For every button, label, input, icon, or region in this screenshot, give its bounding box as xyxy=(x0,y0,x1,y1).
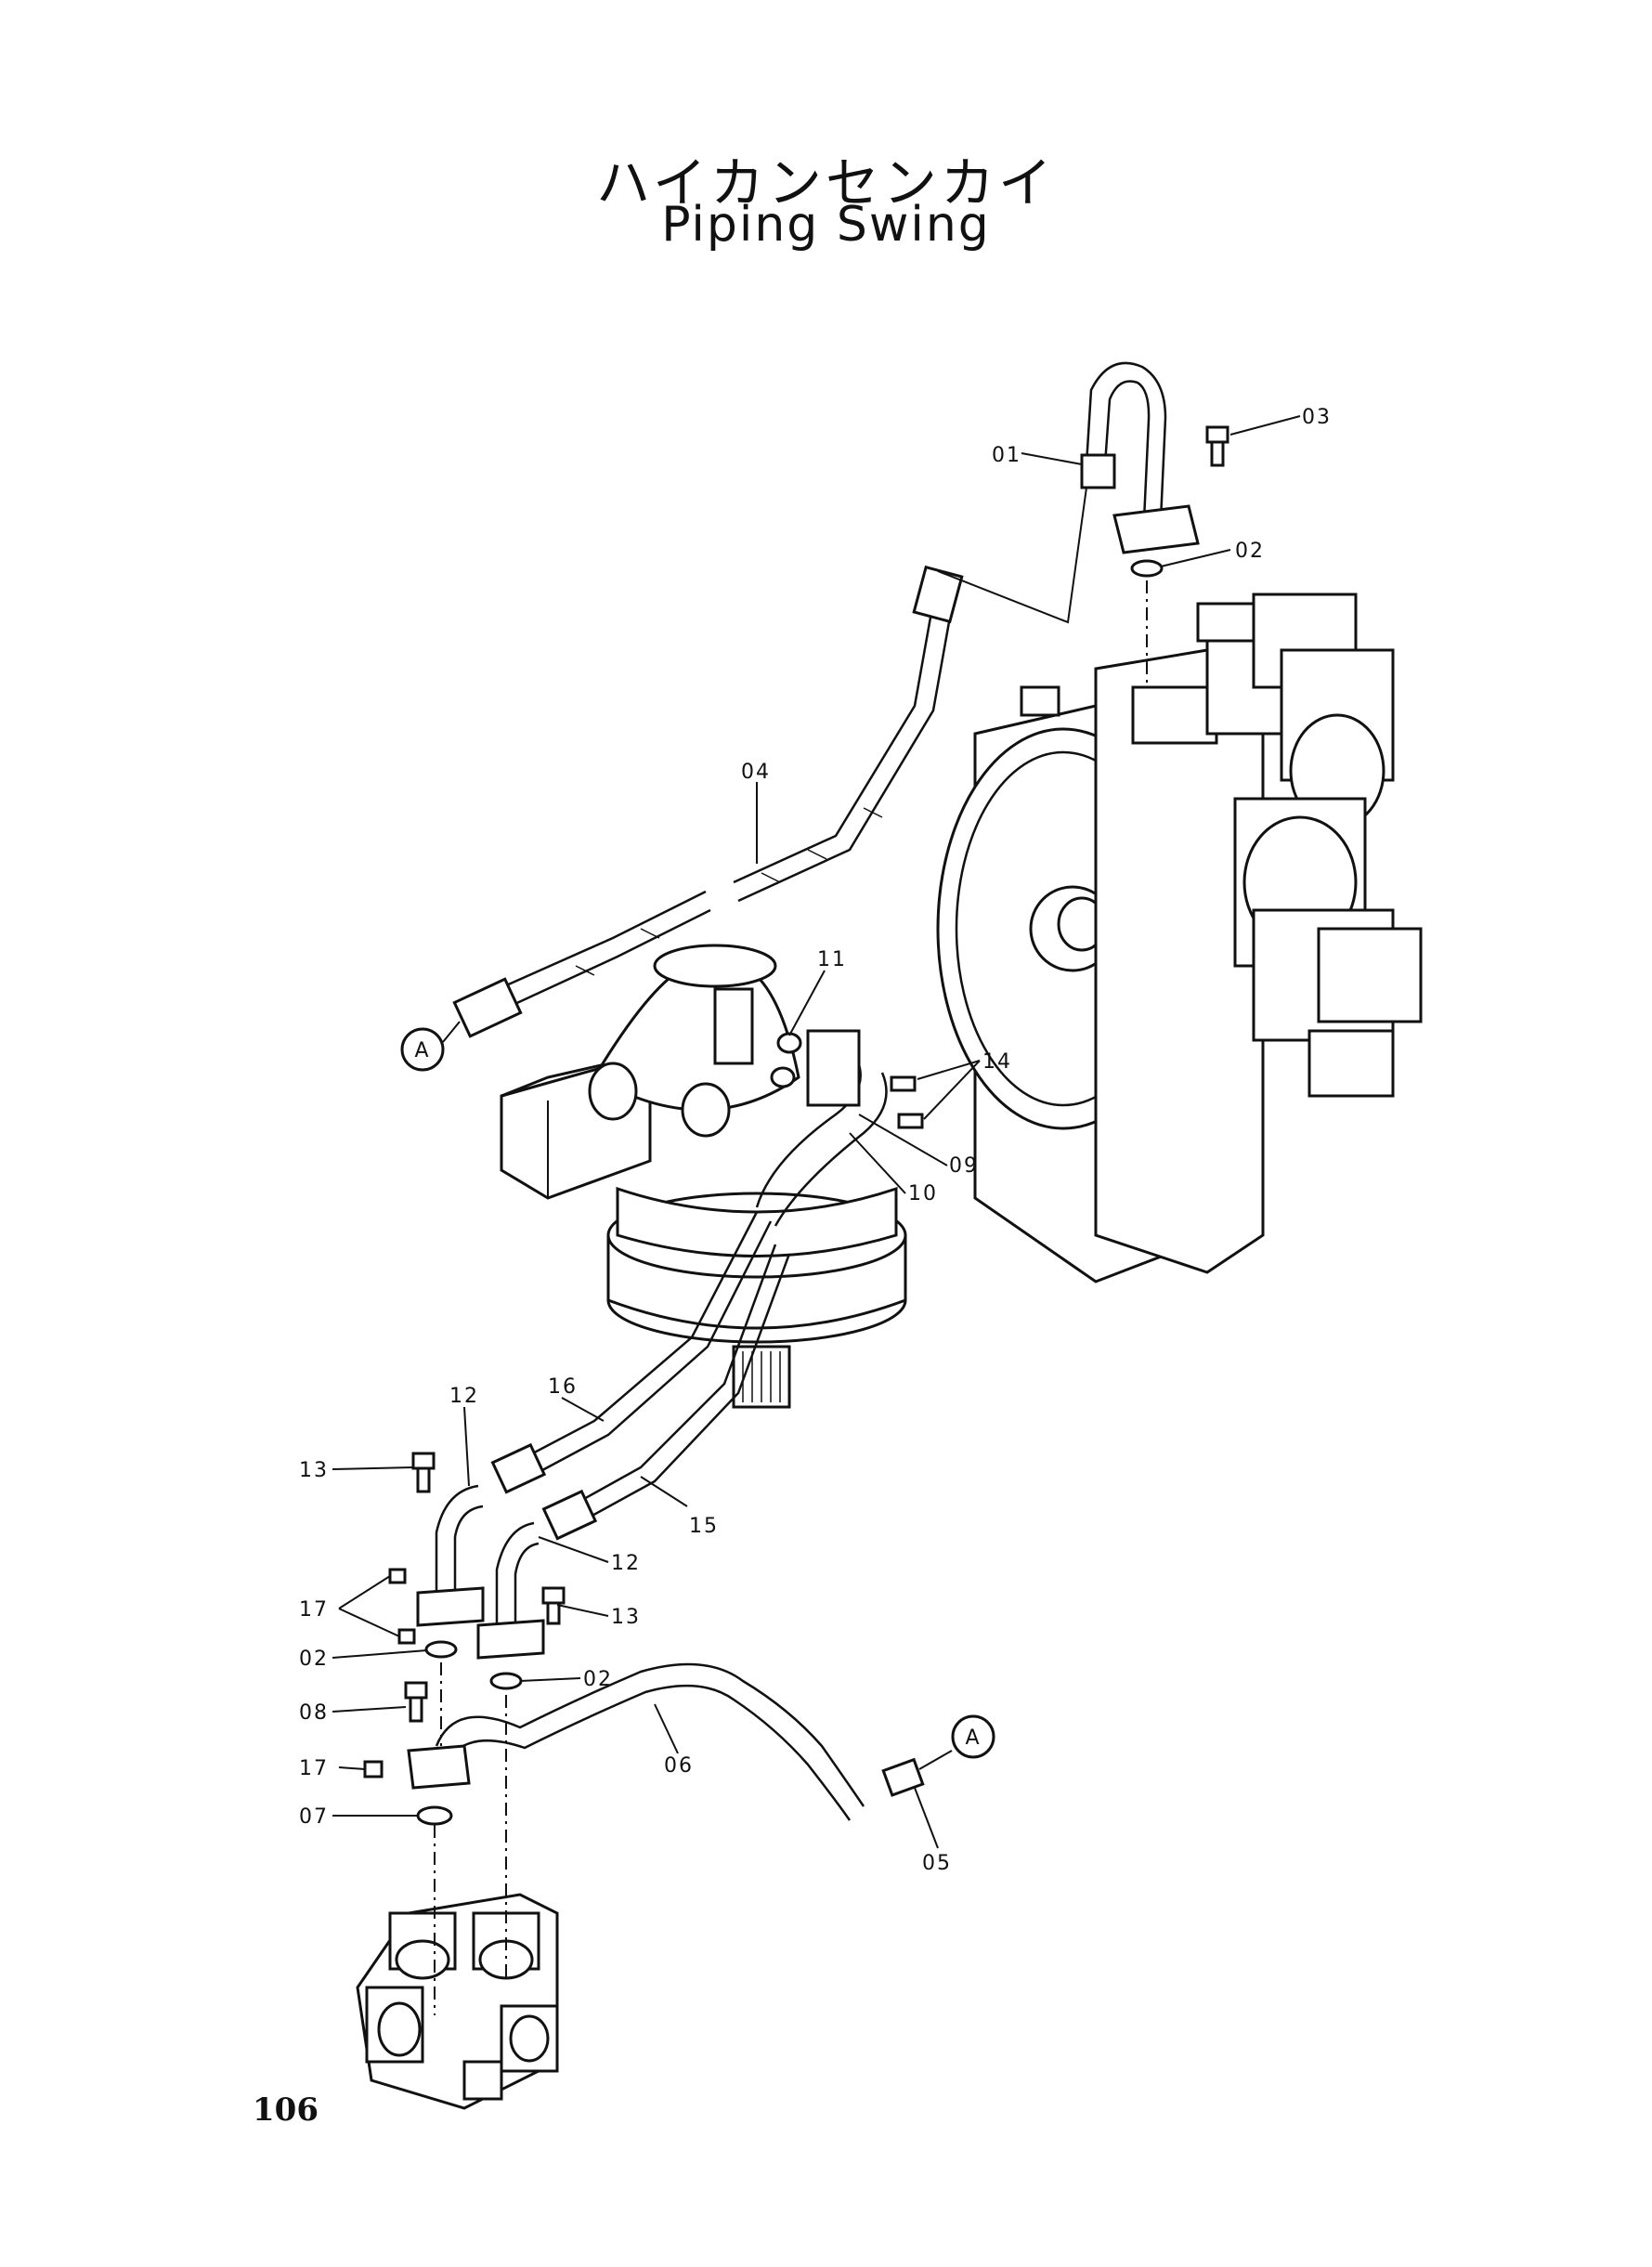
callout-15: 15 xyxy=(689,1515,719,1538)
callout-17-upper: 17 xyxy=(299,1598,329,1622)
assembly-centerlines xyxy=(434,487,1148,2015)
plugs-17 xyxy=(363,1568,416,1778)
adapter-05 xyxy=(881,1757,925,1797)
pipe-06 xyxy=(407,1662,865,1821)
callout-07: 07 xyxy=(299,1805,329,1829)
hose-15 xyxy=(541,1244,791,1541)
bolt-08 xyxy=(404,1681,428,1723)
control-valve xyxy=(356,1893,559,2110)
pipe-09-10 xyxy=(755,1029,888,1227)
callout-08: 08 xyxy=(299,1701,329,1725)
callout-06: 06 xyxy=(664,1754,694,1778)
page-title-english: Piping Swing xyxy=(661,197,991,253)
callout-02-right: 02 xyxy=(583,1668,613,1691)
connector-a-top-label: A xyxy=(414,1039,430,1062)
callout-13-right: 13 xyxy=(611,1606,641,1629)
bolt-13-left xyxy=(411,1452,436,1493)
callout-labels: 01 02 03 04 11 14 09 10 16 12 13 15 12 1… xyxy=(299,406,1332,1875)
callout-13-left: 13 xyxy=(299,1459,329,1482)
callout-10: 10 xyxy=(908,1182,938,1205)
leader-lines xyxy=(332,415,1301,1849)
main-pump xyxy=(936,593,1423,1283)
callout-02-left: 02 xyxy=(299,1648,329,1671)
callout-12-right: 12 xyxy=(611,1552,641,1575)
callout-02-top: 02 xyxy=(1235,540,1265,563)
elbow-12-right xyxy=(476,1521,545,1660)
callout-03: 03 xyxy=(1302,406,1332,429)
page-title-japanese: ハイカンセンカイ xyxy=(596,151,1056,215)
o-ring-02-top xyxy=(1130,559,1164,578)
callout-04: 04 xyxy=(741,761,771,784)
hose-16 xyxy=(490,1211,773,1494)
elbow-12-left xyxy=(416,1484,485,1627)
swing-motor xyxy=(500,944,907,1409)
callout-12-top: 12 xyxy=(449,1385,479,1408)
pipe-01 xyxy=(1080,361,1200,554)
hose-04 xyxy=(452,565,964,1038)
callout-14: 14 xyxy=(982,1050,1012,1074)
page-number: 106 xyxy=(253,2091,319,2129)
callout-05: 05 xyxy=(922,1852,952,1875)
callout-16: 16 xyxy=(548,1375,578,1399)
connector-a-bottom-label: A xyxy=(965,1726,981,1750)
bolt-13-right xyxy=(541,1586,566,1625)
connector-a-bottom: A xyxy=(951,1714,995,1759)
bolt-03 xyxy=(1205,425,1229,467)
callout-09: 09 xyxy=(949,1154,979,1178)
callout-17-lower: 17 xyxy=(299,1757,329,1780)
connector-a-top: A xyxy=(400,1021,461,1072)
callout-11: 11 xyxy=(817,948,847,971)
bolts-14 xyxy=(890,1075,924,1129)
callout-01: 01 xyxy=(992,444,1021,467)
